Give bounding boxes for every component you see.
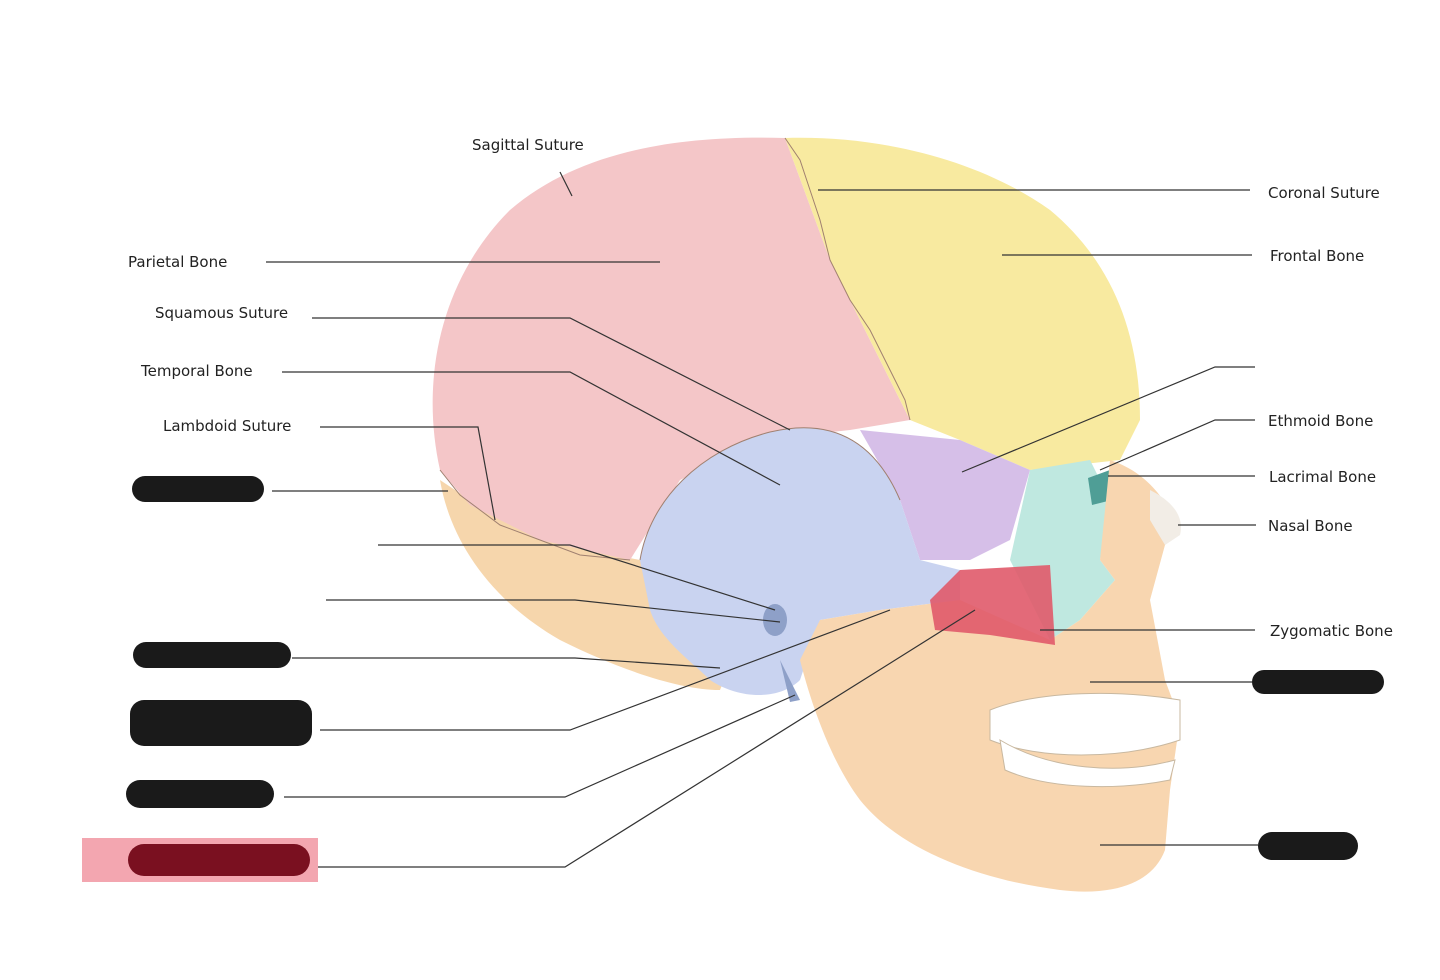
label-squamous-suture: Squamous Suture (155, 304, 288, 322)
redaction-mark (1258, 832, 1358, 860)
parietal-bone (432, 137, 910, 560)
ear-canal (763, 604, 800, 702)
redaction-marks (82, 476, 1384, 882)
zygomatic-highlight (930, 565, 1055, 645)
temporal-bone (640, 427, 960, 695)
lambdoid-suture-line (439, 469, 631, 561)
redaction-mark (128, 844, 310, 876)
redaction-mark (132, 476, 264, 502)
label-coronal-suture: Coronal Suture (1268, 184, 1380, 202)
label-nasal-bone: Nasal Bone (1268, 517, 1353, 535)
label-ethmoid-bone: Ethmoid Bone (1268, 412, 1373, 430)
teeth (989, 692, 1181, 788)
redaction-mark (130, 700, 312, 746)
leader-lines (266, 171, 1258, 868)
label-parietal-bone: Parietal Bone (128, 253, 227, 271)
coronal-suture-line (784, 137, 911, 421)
label-zygomatic-bone: Zygomatic Bone (1270, 622, 1393, 640)
label-lambdoid-suture: Lambdoid Suture (163, 417, 291, 435)
redaction-mark (133, 642, 291, 668)
redaction-mark (126, 780, 274, 808)
label-temporal-bone: Temporal Bone (140, 362, 253, 380)
squamous-suture-line (639, 427, 901, 561)
occipital-bone (440, 480, 740, 690)
sphenoid-bone (860, 430, 1030, 560)
lacrimal-bone (1088, 470, 1112, 505)
nasal-bone (1150, 490, 1181, 545)
redaction-mark (1252, 670, 1384, 694)
label-frontal-bone: Frontal Bone (1270, 247, 1364, 265)
frontal-bone (785, 137, 1140, 470)
label-sagittal-suture: Sagittal Suture (472, 136, 584, 154)
label-lacrimal-bone: Lacrimal Bone (1269, 468, 1376, 486)
